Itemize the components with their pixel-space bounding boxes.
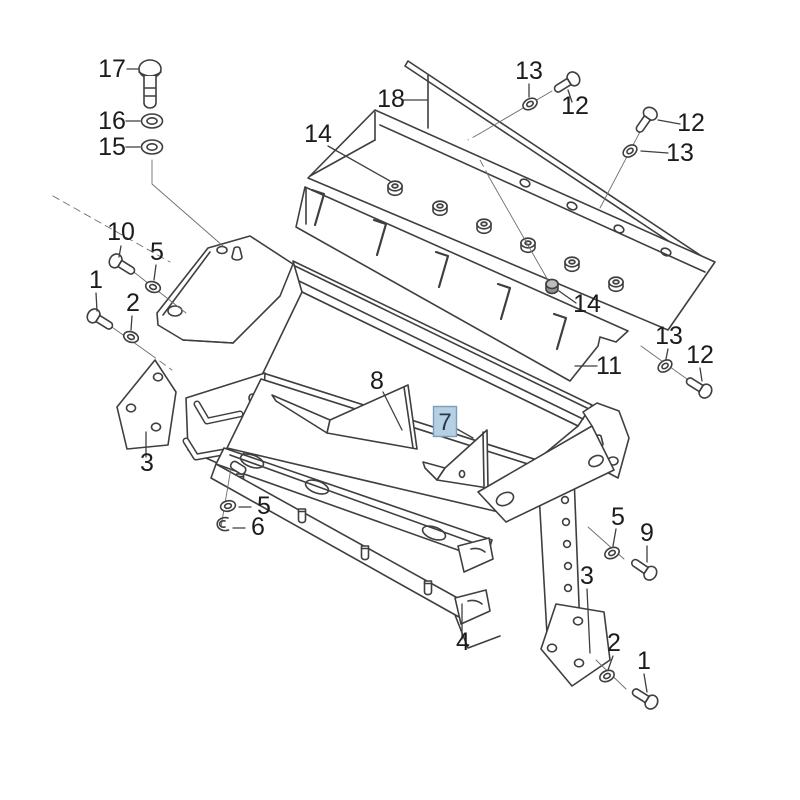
part-label-5-bottom-left: 5	[257, 492, 271, 520]
bolt-9	[627, 554, 661, 584]
left-tower-bracket	[156, 235, 294, 344]
hook-plate-part-11	[295, 186, 629, 382]
washer-2-left	[121, 328, 141, 346]
nut-14	[545, 278, 559, 295]
washer-2-bottom-right	[597, 667, 617, 685]
part-label-13-upper-right: 13	[666, 139, 694, 167]
part-label-18: 18	[377, 85, 405, 113]
part-label-14-left: 14	[304, 120, 332, 148]
washer-13-right	[655, 356, 675, 376]
bolt-1-bottom-right	[628, 683, 662, 713]
part-label-12-upper-right: 12	[677, 109, 705, 137]
part-label-11: 11	[596, 352, 622, 380]
washer-5-right	[602, 544, 622, 562]
part-label-16: 16	[98, 107, 126, 135]
bolt-12-right	[682, 372, 716, 402]
bracket-plate-left	[116, 359, 177, 450]
part-label-5-right: 5	[611, 503, 625, 531]
part-label-17: 17	[98, 55, 126, 83]
part-label-15: 15	[98, 133, 126, 161]
part-label-5-upper-left: 5	[150, 238, 164, 266]
part-label-4: 4	[456, 628, 470, 656]
part-label-12-right: 12	[686, 341, 714, 369]
right-arm-plate	[477, 425, 615, 523]
main-frame	[156, 235, 630, 653]
bolt-1-left	[83, 305, 117, 335]
part-label-3-bottom-right: 3	[580, 562, 594, 590]
bottom-rail-part-4	[210, 463, 501, 649]
washer-13-top	[520, 95, 540, 113]
washer-16	[140, 113, 164, 129]
part-label-13-right: 13	[655, 322, 683, 350]
part-label-2-bottom-right: 2	[607, 629, 621, 657]
part-label-8: 8	[370, 367, 384, 395]
part-label-1-bottom-right: 1	[637, 647, 651, 675]
washer-15	[140, 139, 164, 155]
bolt-12-upper-right	[631, 103, 661, 137]
washer-5-bottom-left	[218, 498, 238, 514]
bolt-17	[138, 59, 162, 109]
leader-lines	[95, 68, 703, 693]
bolt-10	[105, 250, 139, 280]
bracket-plate-bottom-right	[540, 603, 611, 687]
label-7-highlight-box	[432, 405, 458, 438]
part-label-3-left: 3	[140, 449, 154, 477]
part-label-7-highlighted: 7	[438, 409, 451, 436]
part-label-2-left: 2	[126, 289, 140, 317]
washer-13-upper-right	[620, 141, 640, 161]
upper-bolt-plate	[307, 109, 716, 331]
part-label-12-top: 12	[561, 92, 589, 120]
gusset-part-8	[271, 384, 418, 450]
fasteners	[83, 59, 716, 713]
part-label-9: 9	[640, 519, 654, 547]
part-labels: 17 16 15 18 13 12 12 13 14 14 11 13 12 1…	[89, 55, 714, 675]
part-label-10: 10	[107, 218, 135, 246]
part-label-13-top: 13	[515, 57, 543, 85]
clip-6	[216, 516, 230, 532]
part-label-6: 6	[251, 513, 265, 541]
part-label-14-mid: 14	[573, 290, 601, 318]
part-label-1-left: 1	[89, 266, 103, 294]
